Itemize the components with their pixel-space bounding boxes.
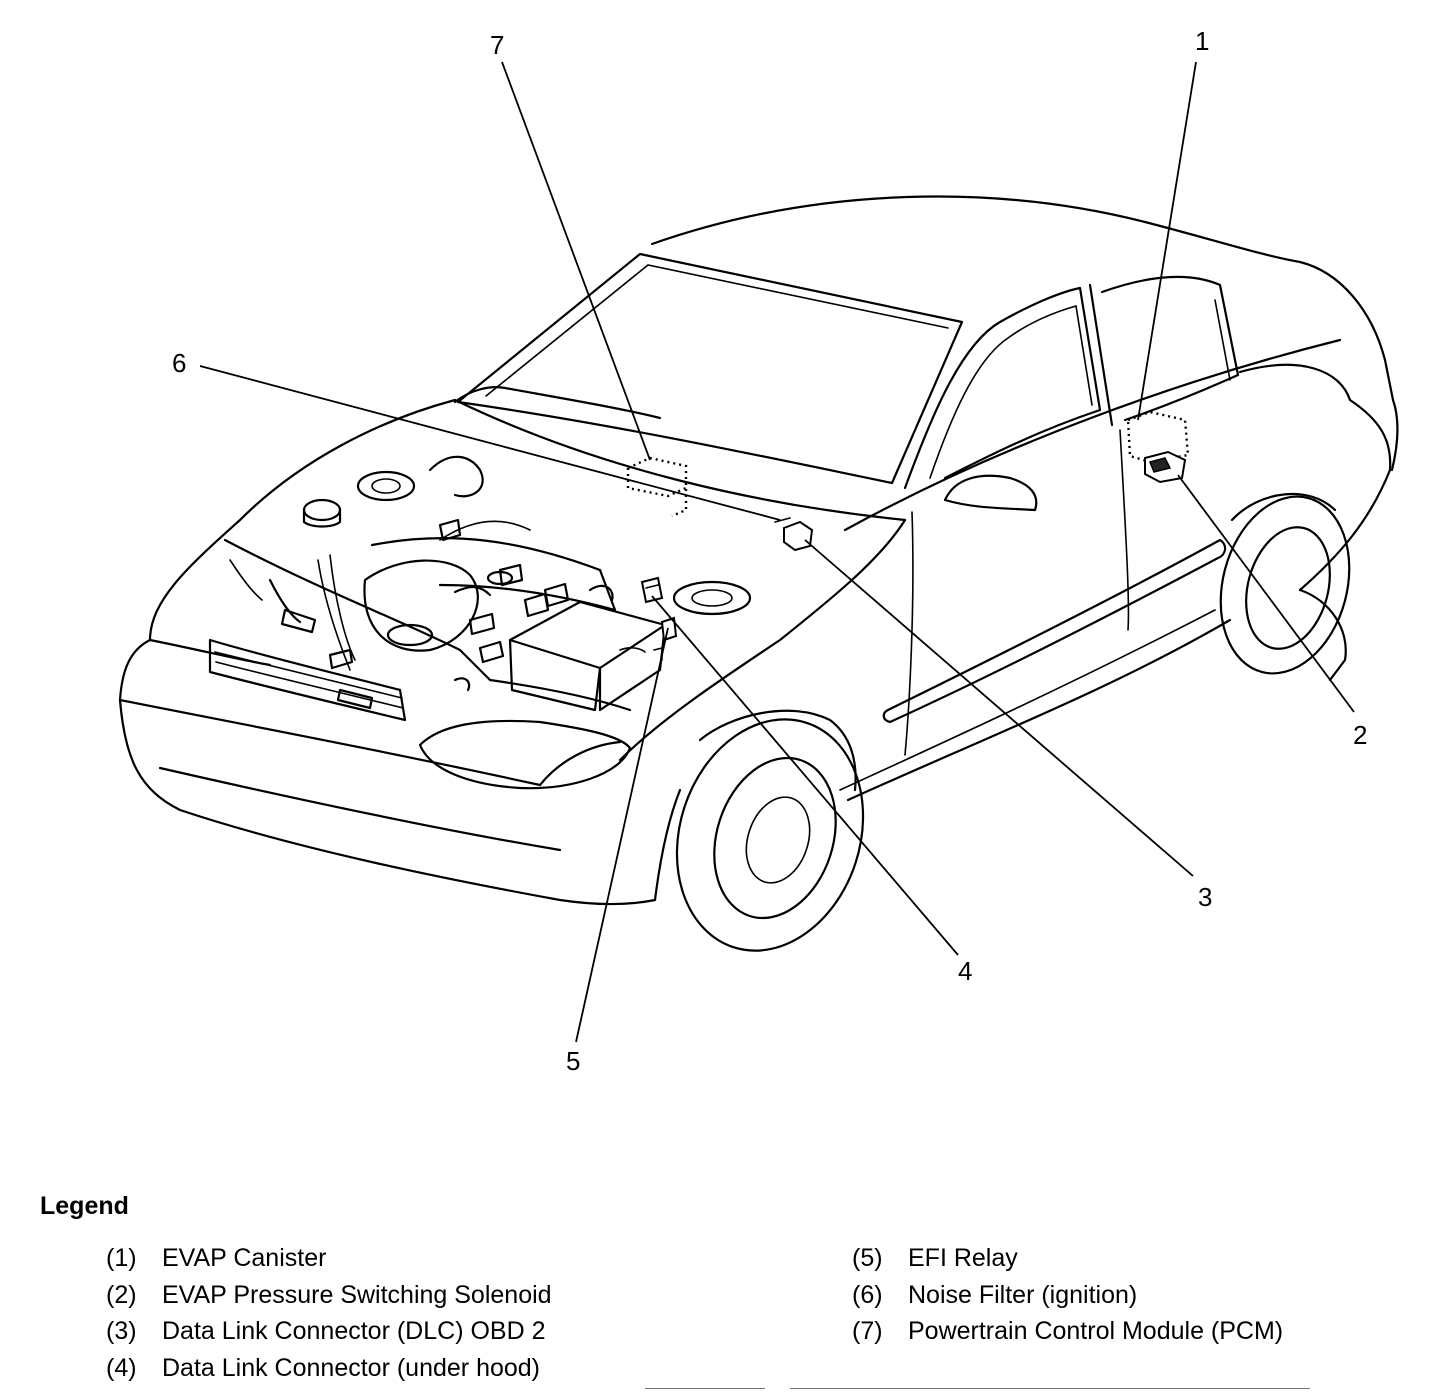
rear-door-window xyxy=(1088,275,1240,427)
footer-divider xyxy=(790,1388,1310,1389)
strut-tower-left xyxy=(356,470,416,502)
brake-reservoir xyxy=(302,498,342,522)
battery xyxy=(508,600,667,712)
leader-1 xyxy=(1137,61,1197,421)
legend-item-number: (1) xyxy=(106,1244,137,1272)
legend-item: (4) Data Link Connector (under hood) xyxy=(106,1350,552,1387)
legend-item: (3) Data Link Connector (DLC) OBD 2 xyxy=(106,1313,552,1350)
callout-4: 4 xyxy=(958,956,972,986)
legend-item-number: (5) xyxy=(852,1244,883,1272)
callout-6: 6 xyxy=(172,348,186,378)
callout-7: 7 xyxy=(490,30,504,60)
legend-item-number: (2) xyxy=(106,1280,137,1309)
legend-title: Legend xyxy=(40,1192,129,1220)
leader-2 xyxy=(1177,474,1355,713)
leader-7 xyxy=(501,61,651,461)
rear-wheel xyxy=(1219,492,1351,675)
pcm-location xyxy=(626,456,688,518)
air-cleaner xyxy=(363,559,479,652)
leader-4 xyxy=(651,595,959,956)
strut-tower-right xyxy=(672,580,752,616)
car-component-locator-diagram: 1 2 3 4 5 6 7 xyxy=(118,26,1399,1076)
legend-item-label: Powertrain Control Module (PCM) xyxy=(908,1317,1284,1345)
windshield xyxy=(456,252,964,485)
leader-6 xyxy=(199,365,781,521)
legend-item: (6) Noise Filter (ignition) xyxy=(852,1277,1283,1314)
callout-5: 5 xyxy=(566,1046,580,1076)
evap-solenoid xyxy=(1144,450,1187,484)
legend-item-label: Data Link Connector (DLC) OBD 2 xyxy=(162,1317,546,1345)
callout-3: 3 xyxy=(1198,882,1212,912)
legend-item-label: EFI Relay xyxy=(908,1244,1018,1272)
dlc-under-hood xyxy=(640,576,664,604)
legend-item-number: (7) xyxy=(852,1317,883,1345)
leader-lines xyxy=(199,61,1355,1043)
callout-1: 1 xyxy=(1195,26,1209,56)
leader-3 xyxy=(804,539,1194,877)
legend-item: (2) EVAP Pressure Switching Solenoid xyxy=(106,1277,552,1314)
hood-opening xyxy=(148,398,907,642)
callout-labels: 1 2 3 4 5 6 7 xyxy=(172,26,1367,1076)
legend-item: (1) EVAP Canister xyxy=(106,1240,552,1277)
efi-relay xyxy=(653,616,678,661)
grille xyxy=(208,638,407,722)
legend-item-label: Data Link Connector (under hood) xyxy=(162,1353,541,1382)
legend-item-label: EVAP Pressure Switching Solenoid xyxy=(162,1280,552,1309)
intake-manifold xyxy=(370,537,617,612)
car-body xyxy=(118,195,1399,906)
legend-item-label: EVAP Canister xyxy=(162,1244,327,1272)
dlc-obd2-connector xyxy=(774,517,814,552)
footer-divider xyxy=(645,1388,765,1389)
legend-item-label: Noise Filter (ignition) xyxy=(908,1280,1138,1309)
front-door-window xyxy=(903,286,1102,490)
front-bumper xyxy=(118,638,657,906)
legend-item: (5) EFI Relay xyxy=(852,1240,1283,1277)
legend-item-number: (6) xyxy=(852,1280,883,1309)
leader-5 xyxy=(575,627,669,1043)
legend-item: (7) Powertrain Control Module (PCM) xyxy=(852,1313,1283,1350)
roof-outline xyxy=(650,195,1399,472)
engine-bay xyxy=(229,455,752,712)
front-wheel xyxy=(675,709,865,952)
headlight xyxy=(418,719,632,790)
legend-list-left: (1) EVAP Canister (2) EVAP Pressure Switch… xyxy=(106,1240,552,1386)
side-mirror xyxy=(943,474,1038,512)
callout-2: 2 xyxy=(1353,720,1367,750)
side-molding xyxy=(882,538,1227,724)
legend-item-number: (4) xyxy=(106,1353,137,1382)
legend-list-right: (5)EFI Relay (6)Noise Filter (ignition) … xyxy=(852,1240,1283,1350)
legend-item-number: (3) xyxy=(106,1317,137,1345)
